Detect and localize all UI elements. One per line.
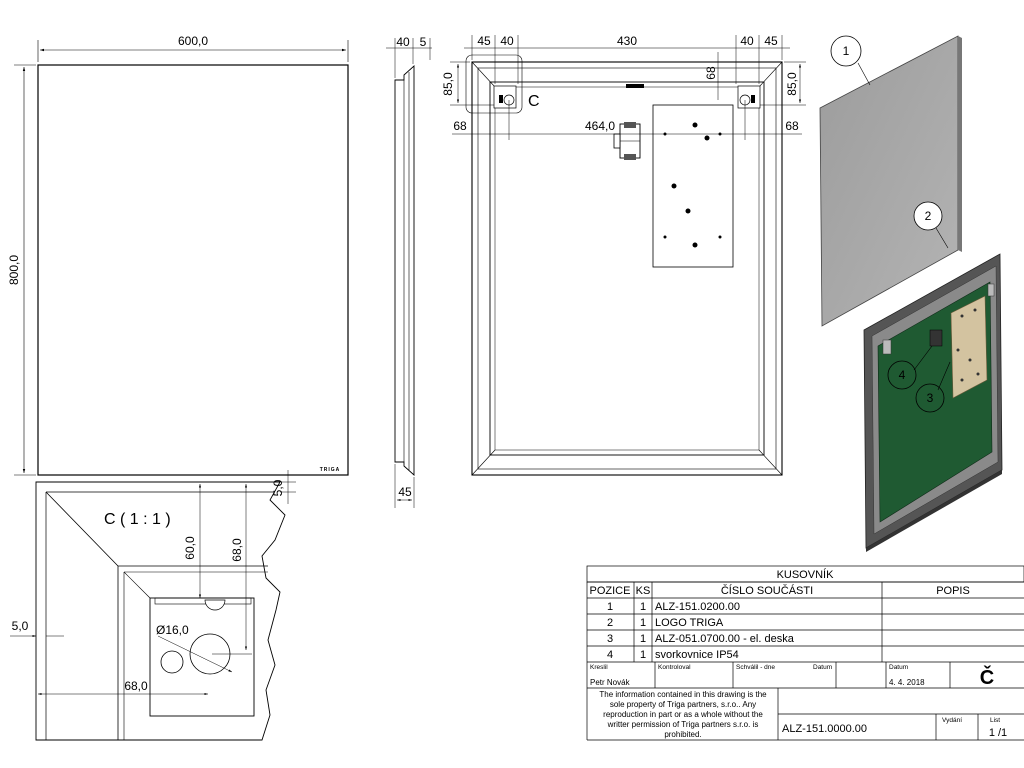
bom-header-position: POZICE xyxy=(590,585,631,597)
back-dim-68-right: 68 xyxy=(785,119,799,133)
back-dim-85-right: 85,0 xyxy=(785,72,799,96)
back-dim-45-left: 45 xyxy=(477,34,491,48)
detail-diameter-label: Ø16,0 xyxy=(156,623,189,637)
bom-row-part: ALZ-051.0700.00 - el. deska xyxy=(655,633,795,645)
notice-line: writter permission of Triga partners s.r… xyxy=(607,720,759,729)
title-block xyxy=(586,662,1024,741)
back-inner-frame xyxy=(489,81,765,456)
bom-header-part: ČÍSLO SOUČÁSTI xyxy=(721,584,813,597)
back-dim-68-left: 68 xyxy=(453,119,467,133)
notice-line: prohibited. xyxy=(664,730,701,739)
side-dim-45: 45 xyxy=(398,485,412,499)
electronic-board xyxy=(652,104,734,268)
callout-2-label: 2 xyxy=(925,209,932,223)
board-plate xyxy=(950,295,988,399)
detail-dim-60: 60,0 xyxy=(183,536,197,560)
callout-2 xyxy=(913,201,943,231)
bom-row-qty: 1 xyxy=(640,617,646,629)
terminal-block-iso xyxy=(929,329,943,347)
callout-4-label: 4 xyxy=(899,368,906,382)
side-dim-40: 40 xyxy=(396,35,410,49)
bom-title: KUSOVNÍK xyxy=(777,568,835,581)
detail-c-marker xyxy=(465,54,523,114)
side-dim-5: 5 xyxy=(420,35,427,49)
date-label-2: Datum xyxy=(889,664,908,671)
notice-line: The information contained in this drawin… xyxy=(599,690,767,699)
detail-title: C ( 1 : 1 ) xyxy=(104,511,171,528)
back-dim-464: 464,0 xyxy=(585,119,615,133)
bom-row-part: svorkovnice IP54 xyxy=(655,649,739,661)
sheet-value: 1 /1 xyxy=(989,727,1007,739)
detail-view: Ø16,0 C ( 1 : 1 ) 5,0 60,0 68,0 5,0 68,0 xyxy=(10,470,296,741)
callout-1-label: 1 xyxy=(843,44,850,58)
drawn-by-label: Kreslil xyxy=(590,664,608,671)
back-dim-68-vertical: 68 xyxy=(704,66,718,80)
detail-dim-5-left: 5,0 xyxy=(12,619,29,633)
bom-row-pos: 4 xyxy=(607,649,613,661)
bom-row-qty: 1 xyxy=(640,601,646,613)
notice-line: sole property of Triga partners, s.r.o..… xyxy=(610,700,756,709)
drawing-number: ALZ-151.0000.00 xyxy=(782,723,867,735)
bom-row-qty: 1 xyxy=(640,633,646,645)
approved-label: Schválil - dne xyxy=(736,664,775,671)
front-view: 600,0 800,0 TRIGA xyxy=(7,34,349,476)
logo-text: TRIGA xyxy=(320,467,341,473)
bom-row-part: ALZ-151.0200.00 xyxy=(655,601,740,613)
callout-4 xyxy=(887,360,917,390)
detail-bracket xyxy=(149,597,255,717)
side-profile xyxy=(394,64,415,477)
bom-row-pos: 2 xyxy=(607,617,613,629)
date-value: 4. 4. 2018 xyxy=(889,678,925,687)
detail-small-hole xyxy=(160,650,184,674)
detail-dim-5-top: 5,0 xyxy=(271,479,285,496)
detail-dim-68-horizontal: 68,0 xyxy=(124,679,148,693)
callout-1 xyxy=(830,35,862,67)
bom-row-pos: 3 xyxy=(607,633,613,645)
bom-header-desc: POPIS xyxy=(936,585,970,597)
width-label: 600,0 xyxy=(178,34,208,48)
issue-label: Vydání xyxy=(942,717,962,724)
terminal-block-back xyxy=(613,122,641,160)
bom-table xyxy=(586,565,1024,663)
mirror-outline xyxy=(37,64,349,476)
checked-label: Kontroloval xyxy=(658,664,691,671)
back-dim-45-right: 45 xyxy=(764,34,778,48)
bom-row-pos: 1 xyxy=(607,601,613,613)
bom-row-part: LOGO TRIGA xyxy=(655,617,724,629)
date-label-1: Datum xyxy=(813,664,832,671)
drawn-by-value: Petr Novák xyxy=(590,678,631,687)
detail-dim-68-vertical: 68,0 xyxy=(230,538,244,562)
mirror-glass-panel xyxy=(819,35,959,327)
isometric-view: 1 2 3 4 xyxy=(819,35,1003,552)
bom-header-qty: KS xyxy=(636,585,651,597)
detail-c-label: C xyxy=(528,93,540,110)
frame-assembly xyxy=(863,253,1003,552)
sheet-label: List xyxy=(990,717,1000,724)
back-dim-430: 430 xyxy=(617,34,637,48)
back-dim-40-right: 40 xyxy=(740,34,754,48)
company-mark: Č xyxy=(980,665,994,689)
side-view: 40 5 45 xyxy=(386,35,432,508)
notice-line: reproduction in part or as a whole witho… xyxy=(603,710,763,719)
bom-row-qty: 1 xyxy=(640,649,646,661)
back-dim-85-left: 85,0 xyxy=(441,72,455,96)
back-view: C 45 40 4 xyxy=(441,34,806,476)
height-label: 800,0 xyxy=(7,255,21,285)
back-dim-40-left: 40 xyxy=(500,34,514,48)
callout-3 xyxy=(915,383,945,413)
callout-3-label: 3 xyxy=(927,391,934,405)
